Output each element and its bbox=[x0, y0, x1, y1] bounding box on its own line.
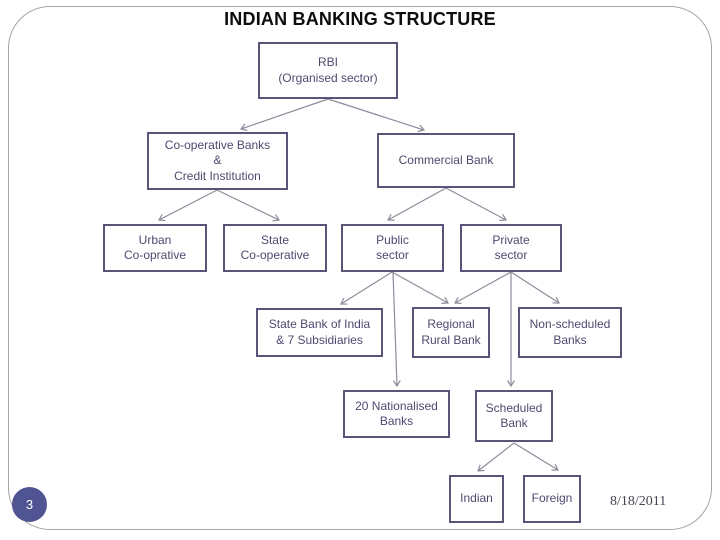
page-number-badge: 3 bbox=[12, 487, 47, 522]
node-scheduled-bank: Scheduled Bank bbox=[475, 390, 553, 442]
node-public-sector: Public sector bbox=[341, 224, 444, 272]
node-private-sector: Private sector bbox=[460, 224, 562, 272]
node-regional-rural-bank: Regional Rural Bank bbox=[412, 307, 490, 358]
node-foreign-banks: Foreign bbox=[523, 475, 581, 523]
node-state-cooperative: State Co-operative bbox=[223, 224, 327, 272]
node-state-bank-of-india: State Bank of India & 7 Subsidiaries bbox=[256, 308, 383, 357]
node-urban-cooperative: Urban Co-oprative bbox=[103, 224, 207, 272]
slide-date: 8/18/2011 bbox=[610, 494, 667, 509]
slide-title: INDIAN BANKING STRUCTURE bbox=[224, 9, 496, 29]
slide-border-frame bbox=[8, 6, 712, 530]
node-indian-banks: Indian bbox=[449, 475, 504, 523]
node-commercial-bank: Commercial Bank bbox=[377, 133, 515, 188]
node-nationalised-banks: 20 Nationalised Banks bbox=[343, 390, 450, 438]
node-non-scheduled-banks: Non-scheduled Banks bbox=[518, 307, 622, 358]
node-cooperative-banks: Co-operative Banks & Credit Institution bbox=[147, 132, 288, 190]
page-number: 3 bbox=[25, 497, 34, 512]
node-rbi: RBI (Organised sector) bbox=[258, 42, 398, 99]
